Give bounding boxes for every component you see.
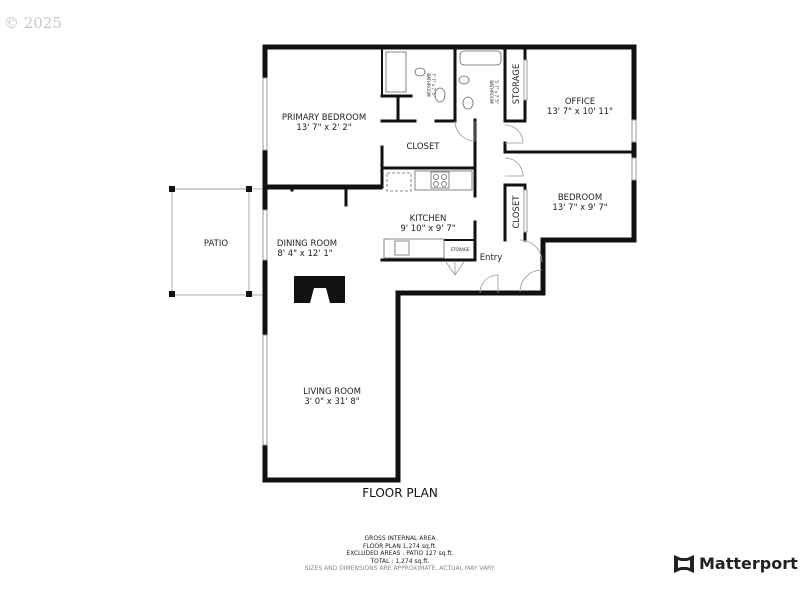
room-dims: 7' 7" x 7' 5" [431, 73, 436, 97]
area-total: TOTAL : 1,274 sq.ft. [370, 557, 430, 565]
patio-posts [169, 186, 252, 297]
area-summary: GROSS INTERNAL AREA FLOOR PLAN 1,274 sq.… [250, 535, 550, 573]
room-name: BEDROOM [558, 193, 602, 203]
fireplace [294, 276, 345, 303]
room-dims: 9' 10" x 9' 7" [400, 224, 455, 234]
windows [262, 59, 637, 446]
room-name: OFFICE [565, 97, 595, 107]
shower-icon [385, 51, 407, 93]
room-dims: 13' 7" x 2' 2" [296, 123, 351, 133]
room-name: PRIMARY BEDROOM [282, 113, 366, 123]
plan-title: FLOOR PLAN [362, 486, 438, 500]
area-excluded: EXCLUDED AREAS : PATIO 127 sq.ft. [346, 550, 454, 557]
room-name: STORAGE [512, 64, 522, 104]
room-dims: 5' 7" x 7' 5" [494, 80, 499, 104]
room-name: STORAGE [450, 247, 470, 252]
room-dims: 13' 7" x 9' 7" [552, 203, 607, 213]
room-name: LIVING ROOM [303, 387, 361, 397]
room-dims: 13' 7" x 10' 11" [547, 107, 613, 117]
room-name: BATHROOM [426, 73, 431, 97]
room-name: PATIO [204, 239, 228, 249]
sink-icon [462, 96, 474, 110]
toilet-icon [414, 67, 426, 77]
matterport-logo-icon [674, 554, 694, 573]
area-heading: GROSS INTERNAL AREA [364, 535, 436, 542]
room-name: CLOSET [512, 195, 522, 229]
matterport-logo: Matterport [674, 554, 798, 573]
copyright: © 2025 [4, 14, 62, 32]
toilet-icon [458, 75, 470, 85]
doors [445, 120, 543, 294]
fridge-icon [386, 172, 412, 192]
room-dims: 8' 4" x 12' 1" [277, 249, 332, 259]
room-name: Entry [480, 253, 503, 263]
room-name: CLOSET [406, 142, 440, 152]
area-floor-plan: FLOOR PLAN 1,274 sq.ft. [363, 542, 437, 550]
kitchen-sink-icon [394, 240, 410, 256]
stove-icon [430, 171, 450, 189]
brand-name: Matterport [699, 554, 798, 573]
area-note: SIZES AND DIMENSIONS ARE APPROXIMATE, AC… [304, 565, 496, 572]
room-name: DINING ROOM [277, 239, 337, 249]
room-dims: 3' 0" x 31' 8" [304, 397, 359, 407]
bathtub-icon [459, 50, 502, 66]
room-name: KITCHEN [410, 214, 447, 224]
room-name: BATHROOM [489, 80, 494, 104]
fixtures [383, 50, 502, 259]
sink-icon [434, 87, 446, 103]
